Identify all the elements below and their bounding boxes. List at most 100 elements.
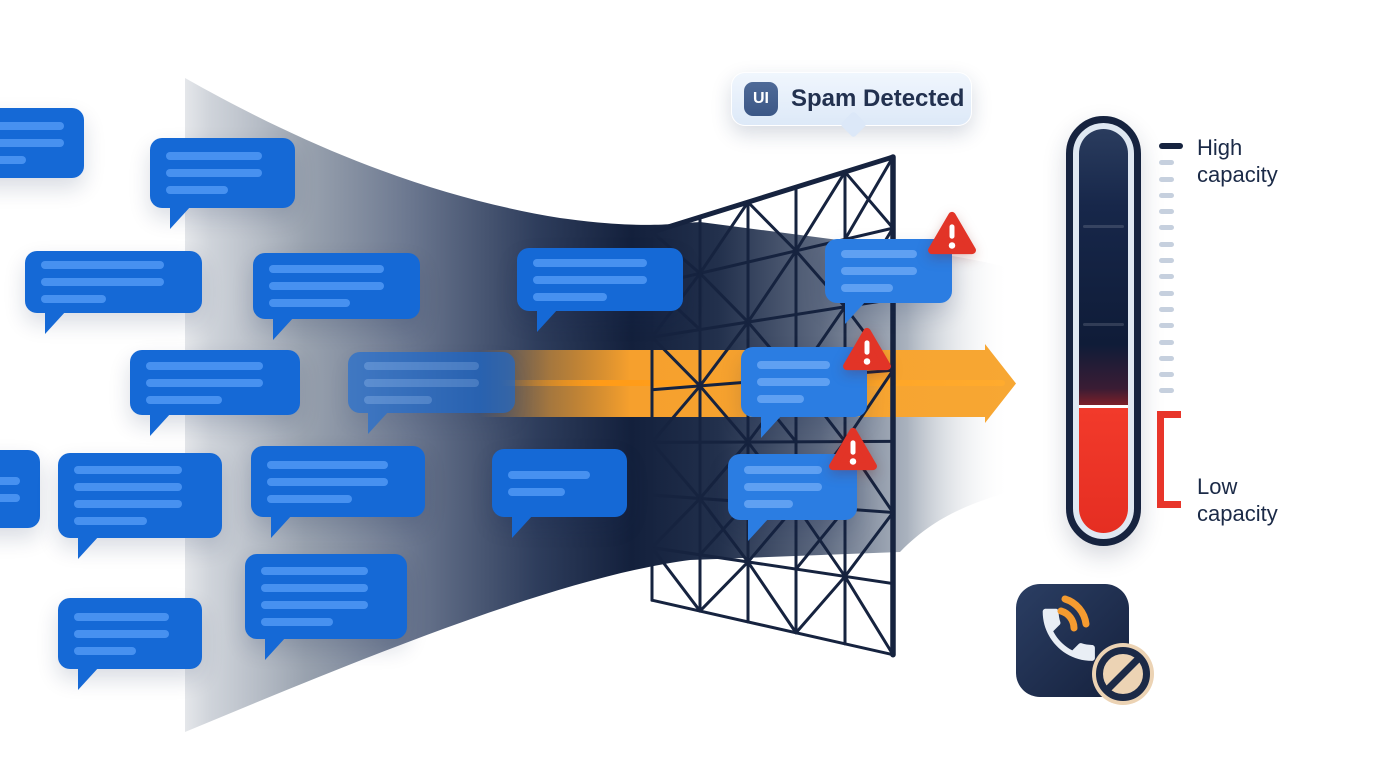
bubble-tail <box>265 637 286 660</box>
bubble-tail <box>845 301 866 324</box>
bubble-text-line <box>508 470 590 479</box>
bubble-text-line <box>267 494 352 503</box>
thermometer-tube <box>1079 129 1128 533</box>
spam-detected-tooltip: UI Spam Detected <box>731 72 972 138</box>
bubble-text-line <box>269 299 350 307</box>
bubble-tail <box>45 311 66 334</box>
bubble-tail <box>273 317 294 340</box>
thermometer-low-segment <box>1079 408 1128 533</box>
blocked-call-icon <box>1004 572 1174 727</box>
chat-bubble <box>0 108 84 178</box>
scale-tick <box>1159 160 1174 166</box>
scale-tick <box>1159 241 1174 247</box>
bubble-text-line <box>74 629 169 638</box>
chat-bubble <box>251 446 425 538</box>
scale-tick <box>1159 225 1174 231</box>
scale-tick <box>1159 258 1174 264</box>
chat-bubble <box>0 450 40 528</box>
scale-tick <box>1159 355 1174 361</box>
bubble-tail <box>368 411 389 434</box>
spam-bubble <box>741 327 891 438</box>
bubble-text-line <box>261 618 333 626</box>
bubble-text-line <box>757 361 830 369</box>
bubble-text-line <box>261 584 368 592</box>
signal-waves-icon <box>1057 595 1090 632</box>
spam-bubble <box>825 211 976 324</box>
blocked-icon <box>1092 643 1154 705</box>
bubble-text-line <box>267 460 388 469</box>
bubble-text-line <box>74 483 182 491</box>
chat-bubble <box>25 251 202 334</box>
chat-bubble <box>150 138 295 229</box>
bubble-text-line <box>41 261 164 269</box>
chat-bubble <box>517 248 683 332</box>
high-capacity-label: High capacity <box>1197 135 1278 187</box>
bubble-text-line <box>0 476 20 485</box>
bubble-text-line <box>261 567 368 575</box>
bubble-text-line <box>533 292 607 301</box>
bubble-text-line <box>533 275 647 284</box>
bubble-text-line <box>744 500 793 508</box>
bubble-tail <box>271 515 292 538</box>
chat-bubble <box>253 253 420 340</box>
bubble-text-line <box>166 169 262 177</box>
capacity-thermometer <box>1066 116 1141 546</box>
phone-handset-icon <box>1042 608 1095 661</box>
scale-tick <box>1159 290 1174 296</box>
bubble-text-line <box>74 612 169 621</box>
bubble-text-line <box>744 483 822 491</box>
thermometer-level-line <box>1079 405 1128 408</box>
bubble-text-line <box>364 361 479 370</box>
bubble-text-line <box>261 601 368 609</box>
thermometer-used-segment <box>1079 129 1128 405</box>
bubble-text-line <box>267 477 388 486</box>
bubble-text-line <box>0 493 20 502</box>
bubble-text-line <box>146 378 263 387</box>
scale-tick-major <box>1159 143 1183 149</box>
ui-badge-icon: UI <box>744 82 778 116</box>
scale-tick <box>1159 176 1174 182</box>
bubble-text-line <box>757 378 830 386</box>
scale-tick <box>1159 209 1174 215</box>
chat-bubble <box>492 449 627 538</box>
bubble-text-line <box>508 487 565 496</box>
bubble-text-line <box>74 646 136 655</box>
bubble-text-line <box>0 139 64 147</box>
warning-triangle-icon <box>829 427 877 471</box>
bubble-tail <box>748 518 769 541</box>
low-capacity-label: Low capacity <box>1197 474 1278 526</box>
bubble-text-line <box>841 250 917 258</box>
bubble-text-line <box>74 466 182 474</box>
tooltip-label: Spam Detected <box>791 85 965 112</box>
bubble-text-line <box>744 466 822 474</box>
bubble-text-line <box>166 152 262 160</box>
bubble-text-line <box>41 295 106 303</box>
scale-tick <box>1159 274 1174 280</box>
bubble-text-line <box>0 122 64 130</box>
scale-tick <box>1159 192 1174 198</box>
bubble-tail <box>537 309 558 332</box>
chat-bubble <box>58 598 202 690</box>
chat-bubble <box>348 352 515 434</box>
bubble-text-line <box>364 378 479 387</box>
bubble-text-line <box>364 395 432 404</box>
scale-tick <box>1159 339 1174 345</box>
bubble-tail <box>78 667 99 690</box>
bubble-text-line <box>0 156 26 164</box>
bubble-text-line <box>269 265 384 273</box>
bubble-text-line <box>74 517 147 525</box>
scale-tick <box>1159 372 1174 378</box>
thermometer-mark <box>1083 225 1124 228</box>
warning-triangle-icon <box>843 327 891 371</box>
bubble-text-line <box>74 500 182 508</box>
bubble-tail <box>150 413 171 436</box>
warning-triangle-icon <box>928 211 976 255</box>
thermometer-scale <box>1159 143 1183 405</box>
scale-tick <box>1159 388 1174 394</box>
bubble-text-line <box>146 361 263 370</box>
bubble-tail <box>78 536 99 559</box>
bubble-text-line <box>841 267 917 275</box>
scale-tick <box>1159 306 1174 312</box>
bubble-tail <box>761 415 782 438</box>
